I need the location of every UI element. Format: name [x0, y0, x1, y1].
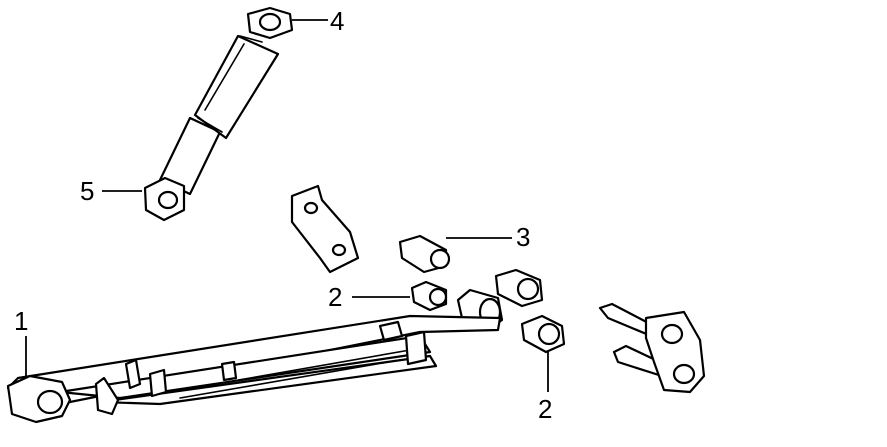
callout-2-upper: 2 [328, 282, 342, 312]
callout-5: 5 [80, 176, 94, 206]
leaf-spring-eye [6, 374, 72, 424]
callout-2-lower: 2 [538, 394, 552, 424]
callout-3: 3 [516, 222, 530, 252]
callout-1: 1 [14, 306, 28, 336]
callout-4: 4 [330, 6, 344, 36]
shackle-plate [290, 184, 360, 274]
shock-top-eye [239, 6, 294, 43]
bushing-2-lower [520, 314, 566, 354]
shock-absorber [143, 6, 294, 222]
bushing-3 [398, 234, 451, 274]
leaf-spring [6, 314, 502, 424]
shock-bottom-eye [143, 176, 186, 222]
bushing-2-small [410, 280, 448, 312]
spring-bracket [598, 302, 706, 394]
bushing-right-upper [494, 268, 544, 308]
